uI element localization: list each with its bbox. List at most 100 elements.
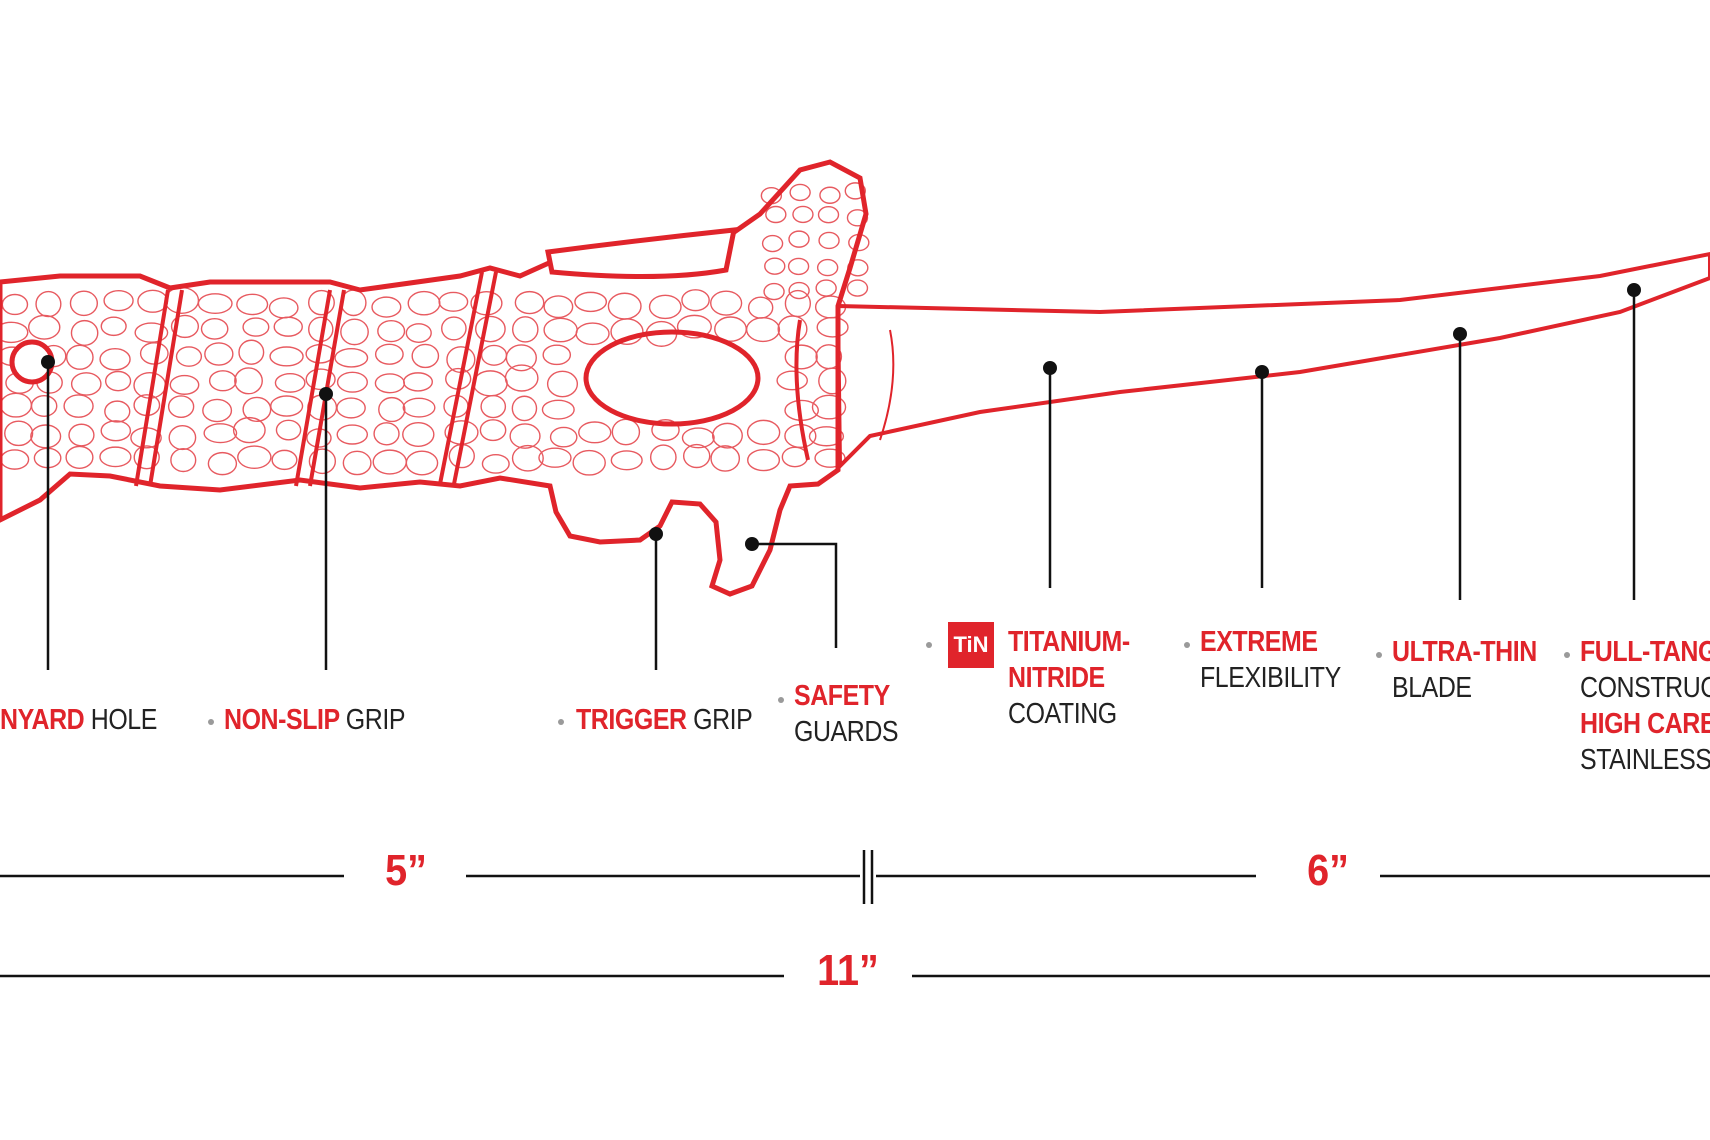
texture-cell [844, 182, 867, 200]
texture-cell [28, 314, 61, 340]
leader-lines [46, 290, 1636, 670]
texture-cell [514, 290, 545, 315]
texture-cell [342, 450, 372, 476]
texture-cell [236, 293, 269, 316]
texture-cell [505, 344, 537, 372]
texture-cell [610, 318, 644, 345]
texture-cell [511, 444, 544, 472]
texture-cell [242, 396, 272, 423]
texture-cell [200, 317, 229, 340]
texture-cell [846, 209, 869, 227]
texture-cell [745, 316, 781, 343]
label-extreme-flexibility: EXTREME FLEXIBILITY [1200, 626, 1341, 694]
texture-cell [438, 291, 469, 312]
texture-cell [405, 323, 432, 344]
texture-cell [549, 426, 578, 448]
label-non-slip-grip: NON-SLIP GRIP [224, 704, 406, 736]
blade-bevel [879, 329, 895, 441]
finger-guard [545, 227, 738, 280]
texture-cell [99, 446, 132, 468]
texture-cell [371, 296, 402, 318]
texture-cell [818, 231, 840, 250]
texture-cell [35, 290, 62, 318]
texture-cell [402, 422, 435, 447]
texture-cell [306, 428, 332, 448]
texture-cell [818, 367, 847, 395]
texture-cell [814, 448, 846, 468]
bullet-dot [926, 642, 932, 648]
texture-cell [509, 423, 541, 449]
texture-cell [575, 322, 610, 346]
texture-cell [405, 450, 439, 476]
texture-cell [207, 451, 238, 476]
texture-cell [682, 443, 711, 469]
texture-cell [710, 290, 743, 316]
texture-cell [764, 257, 786, 275]
texture-cell [169, 374, 200, 395]
dimension-lines [0, 850, 1710, 978]
bullet-dot [208, 719, 214, 725]
label-ultra-thin-blade: ULTRA-THIN BLADE [1392, 636, 1537, 704]
texture-cell [133, 394, 161, 417]
texture-cell [481, 453, 510, 474]
texture-cell [104, 400, 131, 423]
texture-cell [846, 279, 869, 297]
texture-cell [470, 291, 503, 316]
texture-cell [308, 289, 335, 316]
texture-cell [70, 319, 99, 346]
texture-cell [238, 339, 265, 365]
texture-cell [610, 450, 643, 471]
texture-cell [130, 427, 162, 449]
texture-cell [104, 370, 132, 392]
texture-cell [270, 395, 304, 417]
texture-cell [777, 315, 808, 343]
texture-cell [808, 426, 845, 447]
texture-cell [403, 372, 433, 392]
texture-cell [0, 449, 30, 470]
texture-cell [480, 394, 507, 419]
texture-cell [65, 344, 94, 370]
texture-cell [538, 447, 572, 468]
texture-cell [237, 445, 272, 469]
texture-cell [792, 205, 814, 224]
texture-cell [443, 394, 469, 418]
texture-cell [572, 449, 606, 476]
texture-cell [542, 344, 572, 366]
texture-cell [402, 397, 436, 418]
texture-cell [378, 396, 406, 423]
texture-cell [848, 233, 870, 252]
texture-cell [273, 316, 303, 337]
texture-cell [1, 293, 29, 316]
texture-cell [546, 370, 579, 398]
texture-cell [648, 294, 682, 320]
texture-cell [69, 290, 99, 317]
texture-cell [681, 289, 710, 312]
dimension-handle: 5” [385, 846, 427, 895]
label-titanium-nitride: TITANIUM- NITRIDE COATING [1008, 626, 1130, 730]
texture-cell [788, 281, 810, 300]
label-safety-guards: SAFETY GUARDS [794, 680, 899, 748]
texture-cell [305, 343, 335, 364]
texture-cell [511, 395, 538, 422]
bullet-dot [1376, 652, 1382, 658]
texture-cell [784, 423, 817, 449]
texture-cell [746, 419, 781, 446]
texture-cell [232, 416, 266, 444]
texture-cell [274, 373, 306, 393]
texture-cell [336, 424, 369, 445]
texture-cell [275, 419, 302, 441]
texture-cell [340, 289, 367, 317]
label-full-tang: FULL-TANG CONSTRUCT HIGH CARBO STAINLESS… [1580, 636, 1710, 776]
texture-cell [340, 318, 369, 346]
texture-cell [710, 445, 741, 472]
texture-cell [446, 346, 476, 374]
texture-cell [763, 282, 785, 301]
blade-outline [835, 251, 1710, 471]
texture-cell [747, 449, 781, 472]
texture-cell [789, 183, 811, 202]
texture-cell [103, 289, 134, 312]
texture-cell [203, 423, 238, 444]
texture-cell [269, 346, 304, 367]
texture-cell [815, 279, 837, 297]
